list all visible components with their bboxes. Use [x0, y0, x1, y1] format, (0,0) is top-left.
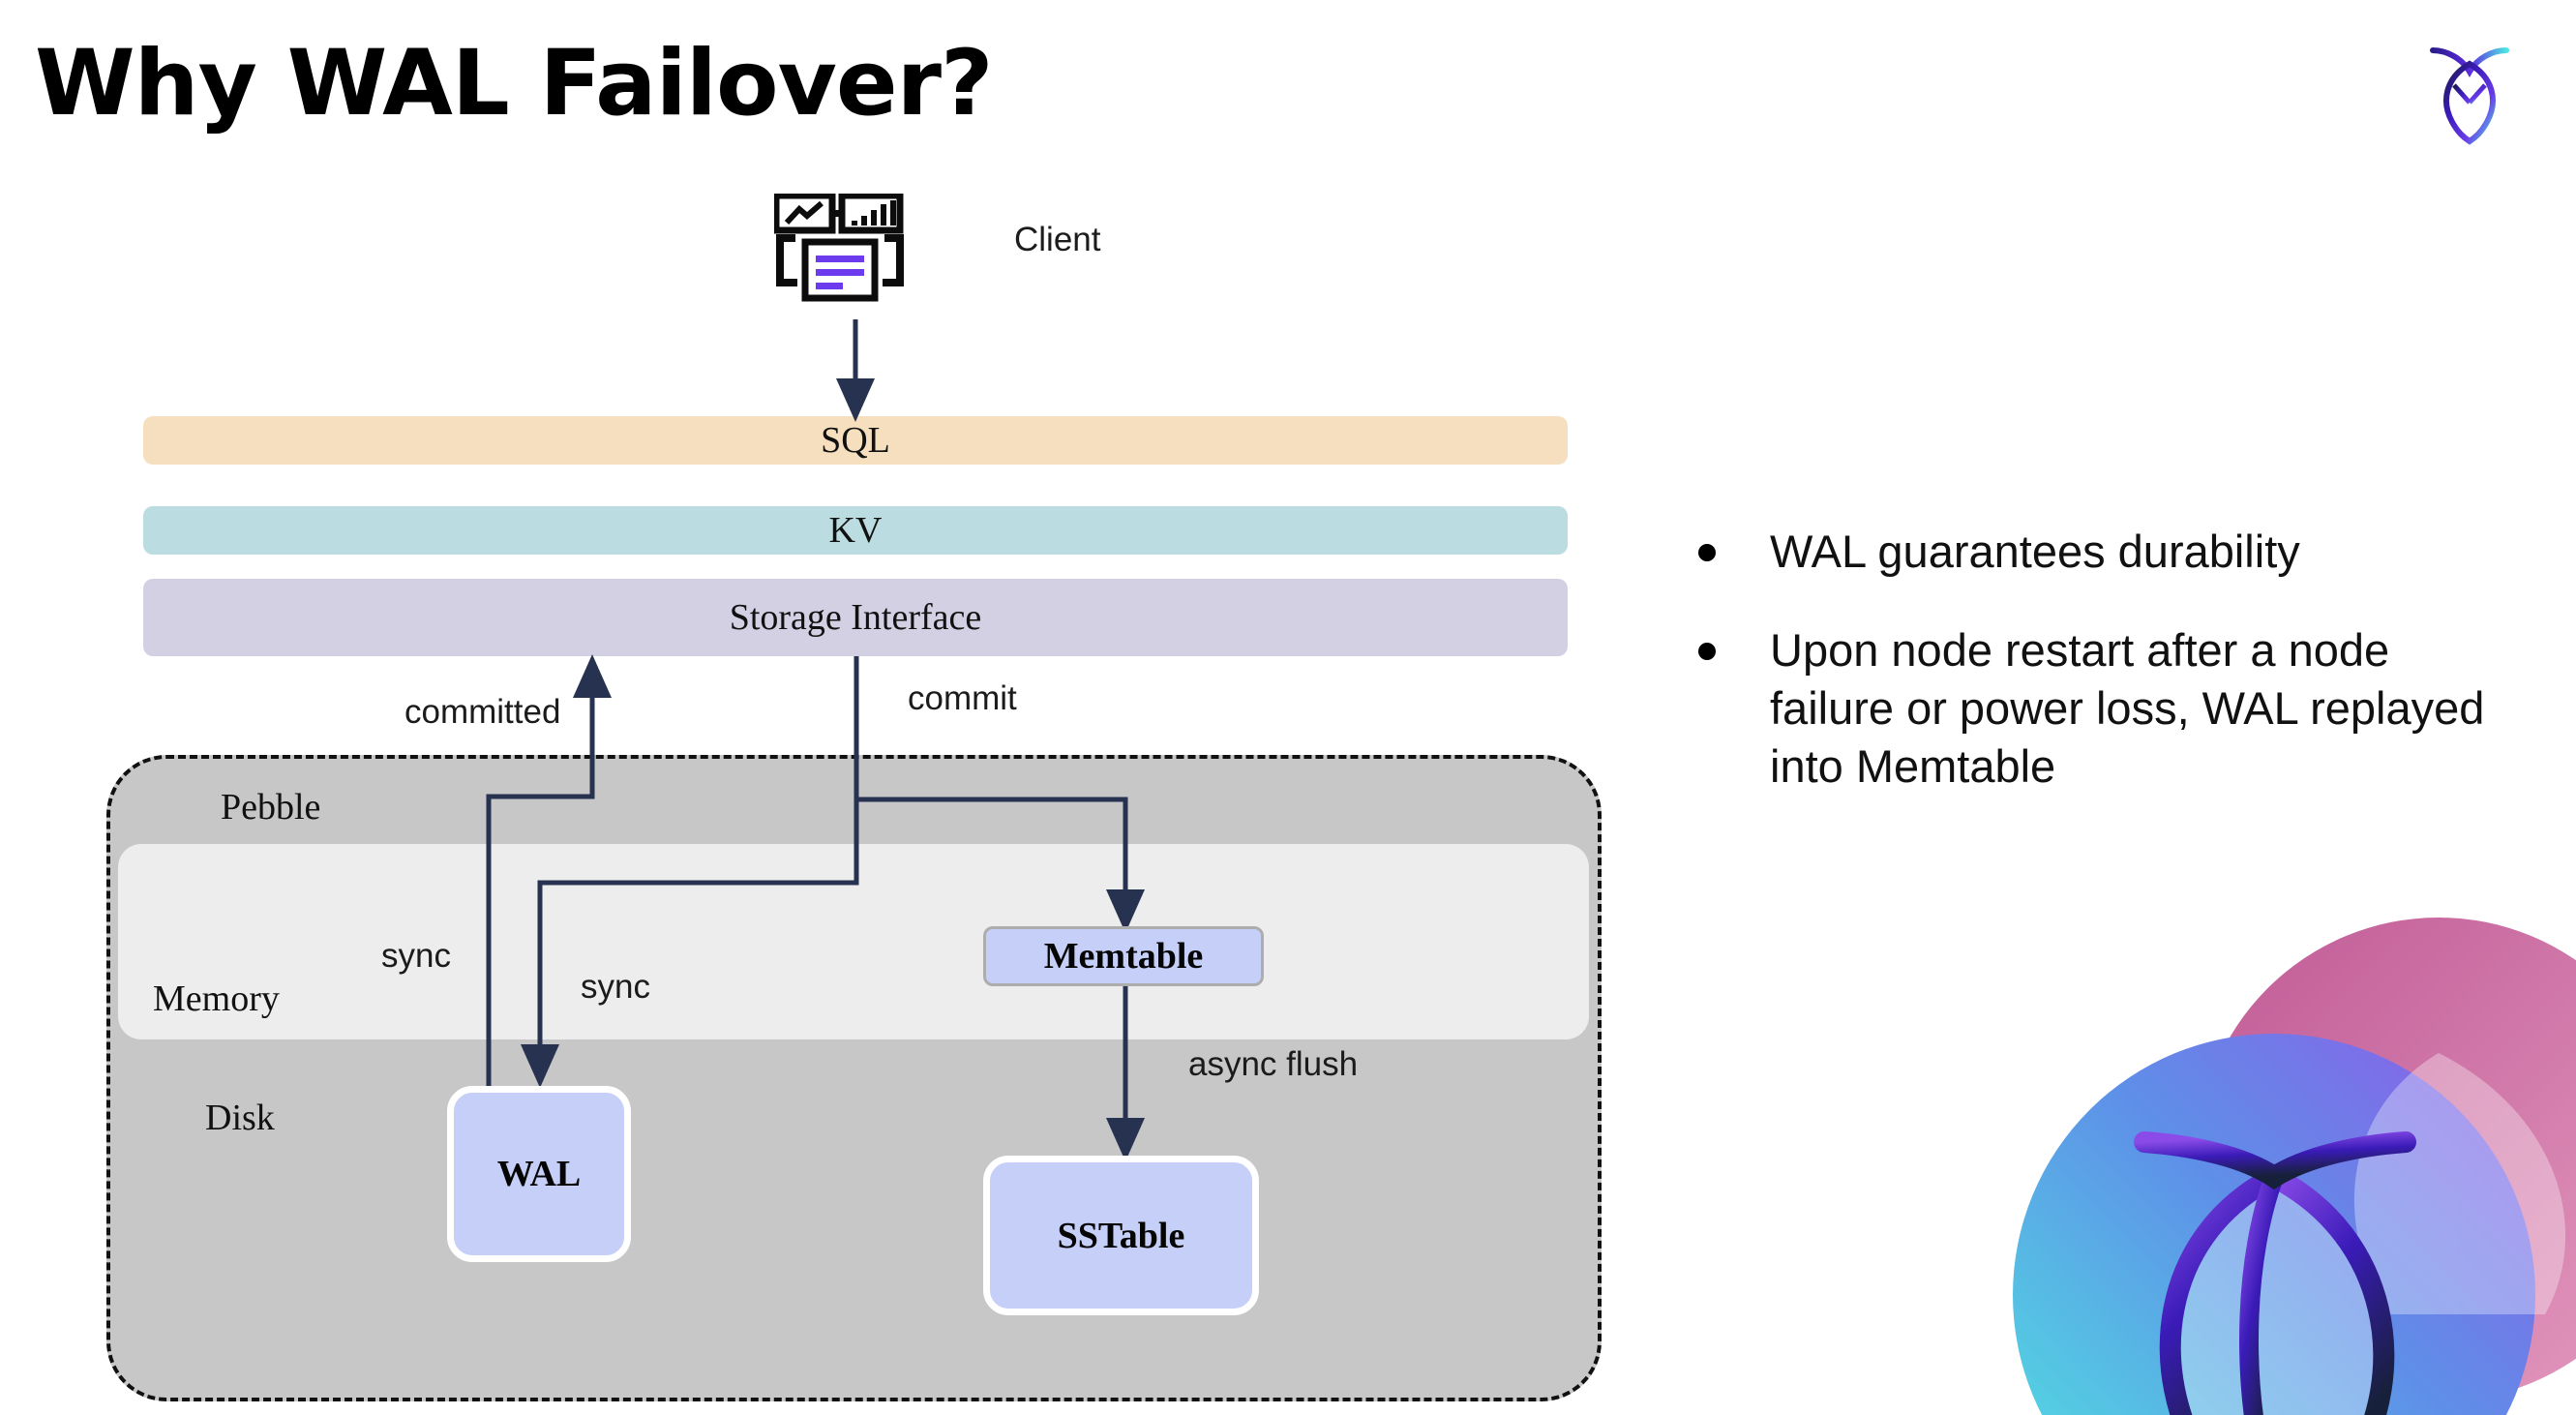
pebble-label: Pebble — [221, 787, 321, 828]
list-item: Upon node restart after a node failure o… — [1698, 621, 2501, 796]
cockroachdb-decorative-circles — [2013, 918, 2576, 1415]
bullet-text: Upon node restart after a node failure o… — [1770, 624, 2485, 793]
cockroachdb-logo-icon — [2430, 47, 2509, 145]
architecture-diagram: Client SQL KV Storage Interface Pebble M… — [106, 194, 1602, 1401]
disk-label: Disk — [205, 1098, 275, 1138]
memory-label: Memory — [153, 978, 280, 1019]
client-dashboard-icon — [774, 194, 904, 302]
node-sstable[interactable]: SSTable — [983, 1156, 1259, 1315]
layer-kv[interactable]: KV — [143, 506, 1568, 555]
edge-label-sync-left: sync — [381, 937, 451, 975]
edge-label-committed: committed — [404, 693, 561, 731]
page-title: Why WAL Failover? — [35, 31, 994, 136]
node-memtable[interactable]: Memtable — [983, 926, 1264, 986]
diagram-edges — [486, 319, 1145, 1162]
edge-label-commit: commit — [908, 679, 1017, 717]
edge-label-sync-right: sync — [581, 968, 650, 1006]
node-wal[interactable]: WAL — [447, 1086, 631, 1262]
memory-region — [118, 844, 1589, 1039]
list-item: WAL guarantees durability — [1698, 523, 2501, 581]
bullet-dot-icon — [1698, 544, 1716, 561]
layer-sql[interactable]: SQL — [143, 416, 1568, 465]
edge-label-async-flush: async flush — [1188, 1045, 1359, 1083]
bullet-dot-icon — [1698, 643, 1716, 661]
bullet-list: WAL guarantees durability Upon node rest… — [1698, 523, 2501, 837]
layer-storage-interface[interactable]: Storage Interface — [143, 579, 1568, 656]
client-label: Client — [1014, 221, 1101, 258]
bullet-text: WAL guarantees durability — [1770, 526, 2300, 577]
